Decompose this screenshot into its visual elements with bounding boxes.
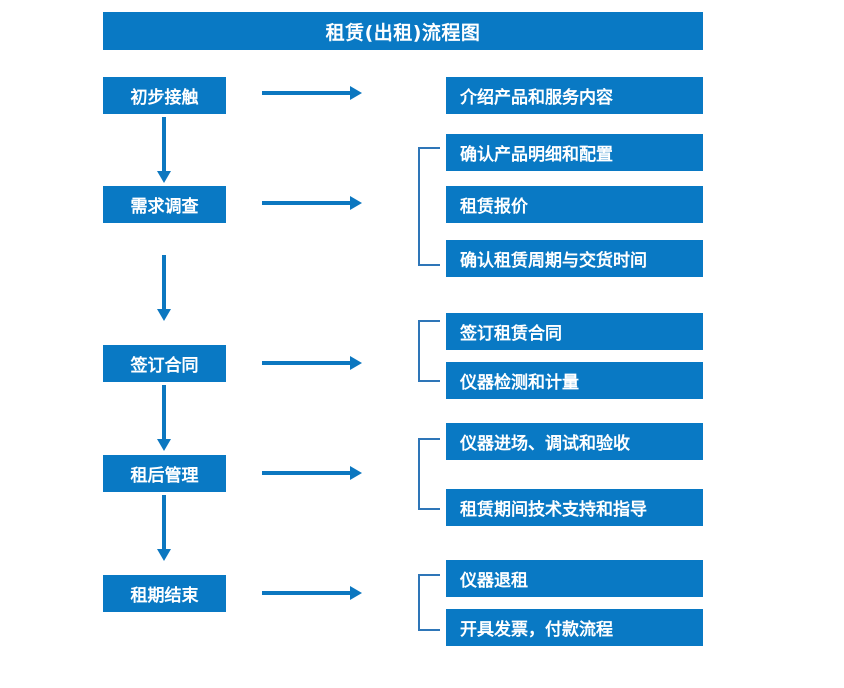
detail-box-5[interactable]: 签订租赁合同 bbox=[446, 313, 703, 350]
page-title: 租赁(出租)流程图 bbox=[103, 12, 703, 50]
stage-box-3[interactable]: 签订合同 bbox=[103, 345, 226, 382]
stage-box-5[interactable]: 租期结束 bbox=[103, 575, 226, 612]
stage-box-2[interactable]: 需求调查 bbox=[103, 186, 226, 223]
arrow-down-4 bbox=[157, 495, 171, 561]
detail-box-2[interactable]: 确认产品明细和配置 bbox=[446, 134, 703, 171]
arrow-right-1 bbox=[262, 86, 362, 100]
arrow-right-3 bbox=[262, 356, 362, 370]
detail-box-1[interactable]: 介绍产品和服务内容 bbox=[446, 77, 703, 114]
arrow-right-2 bbox=[262, 196, 362, 210]
detail-box-6[interactable]: 仪器检测和计量 bbox=[446, 362, 703, 399]
detail-box-9[interactable]: 仪器退租 bbox=[446, 560, 703, 597]
group-bracket-3 bbox=[418, 320, 440, 382]
arrow-right-5 bbox=[262, 586, 362, 600]
detail-box-4[interactable]: 确认租赁周期与交货时间 bbox=[446, 240, 703, 277]
group-bracket-4 bbox=[418, 438, 440, 510]
detail-box-7[interactable]: 仪器进场、调试和验收 bbox=[446, 423, 703, 460]
arrow-down-2 bbox=[157, 255, 171, 321]
arrow-right-4 bbox=[262, 466, 362, 480]
detail-box-8[interactable]: 租赁期间技术支持和指导 bbox=[446, 489, 703, 526]
arrow-down-1 bbox=[157, 117, 171, 183]
arrow-down-3 bbox=[157, 385, 171, 451]
stage-box-4[interactable]: 租后管理 bbox=[103, 455, 226, 492]
detail-box-3[interactable]: 租赁报价 bbox=[446, 186, 703, 223]
stage-box-1[interactable]: 初步接触 bbox=[103, 77, 226, 114]
detail-box-10[interactable]: 开具发票，付款流程 bbox=[446, 609, 703, 646]
group-bracket-5 bbox=[418, 574, 440, 631]
group-bracket-2 bbox=[418, 147, 440, 266]
